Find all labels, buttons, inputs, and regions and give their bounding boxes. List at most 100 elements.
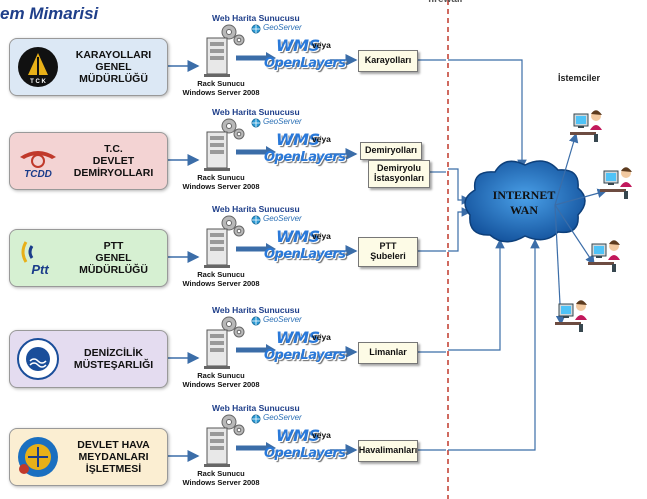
openlayers-label: OpenLayers — [264, 247, 346, 262]
firewall-to-cloud-line — [448, 168, 472, 205]
geoserver-label: GeoServer — [263, 214, 302, 223]
cloud-to-client-arrow — [554, 188, 608, 206]
layer-box: Demiryolları — [360, 142, 422, 160]
rack-server-icon — [204, 316, 245, 369]
geoserver-label: GeoServer — [263, 117, 302, 126]
geoserver-icon — [251, 118, 261, 128]
wms-label: WMS — [276, 426, 320, 445]
rack-name: Rack Sunucu — [197, 371, 245, 380]
layer-box: Havalimanları — [358, 440, 418, 462]
openlayers-label: OpenLayers — [264, 348, 346, 363]
server-title: Web Harita Sunucusu — [212, 13, 300, 23]
wms-label: WMS — [276, 130, 320, 149]
rack-os: Windows Server 2008 — [182, 477, 260, 487]
server-to-wms-arrowhead — [266, 243, 276, 255]
geoserver-label: GeoServer — [263, 23, 302, 32]
rack-os: Windows Server 2008 — [182, 87, 260, 97]
rack-os: Windows Server 2008 — [182, 181, 260, 191]
denizcilik-logo-icon — [17, 338, 59, 380]
org-box-denizcilik: DENİZCİLİK MÜSTEŞARLIĞI — [9, 330, 168, 388]
cloud-to-client-arrow — [554, 204, 595, 266]
server-to-wms-arrowhead — [266, 146, 276, 158]
firewall-to-cloud-line — [448, 238, 540, 451]
rack-name: Rack Sunucu — [197, 270, 245, 279]
veya-label: veya — [312, 430, 331, 440]
server-title: Web Harita Sunucusu — [212, 107, 300, 117]
geoserver-label: GeoServer — [263, 413, 302, 422]
svg-text:Ptt: Ptt — [31, 262, 49, 277]
rack-name: Rack Sunucu — [197, 469, 245, 478]
server-title: Web Harita Sunucusu — [212, 204, 300, 214]
geoserver-icon — [251, 316, 261, 326]
client-workstation-icon — [600, 167, 632, 199]
openlayers-label: OpenLayers — [264, 446, 346, 461]
client-workstation-icon — [588, 240, 620, 272]
cloud-to-client-arrow — [554, 132, 579, 206]
openlayers-label: OpenLayers — [264, 150, 346, 165]
rack-server-icon — [204, 414, 245, 467]
rack-server-icon — [204, 118, 245, 171]
geoserver-icon — [251, 24, 261, 34]
org-box-ptt: Ptt PTT GENEL MÜDÜRLÜĞÜ — [9, 229, 168, 287]
veya-label: veya — [312, 231, 331, 241]
org-name: DEVLET HAVA MEYDANLARI İŞLETMESİ — [77, 438, 150, 476]
client-workstation-icon — [570, 110, 602, 142]
org-name: T.C. DEVLET DEMİRYOLLARI — [73, 142, 154, 180]
org-box-tcdd: TCDD T.C. DEVLET DEMİRYOLLARI — [9, 132, 168, 190]
wms-label: WMS — [276, 36, 320, 55]
veya-label: veya — [312, 332, 331, 342]
internet-label-line1: INTERNET — [492, 188, 556, 202]
org-name: PTT GENEL MÜDÜRLÜĞÜ — [79, 239, 148, 277]
kgm-logo-icon: T C K — [18, 47, 58, 87]
server-to-wms-arrowhead — [266, 52, 276, 64]
org-box-kgm: T C K KARAYOLLARI GENEL MÜDÜRLÜĞÜ — [9, 38, 168, 96]
wms-label: WMS — [276, 328, 320, 347]
wms-label: WMS — [276, 227, 320, 246]
internet-cloud-icon — [464, 160, 586, 243]
page-title: em Mimarisi — [0, 4, 99, 23]
openlayers-label: OpenLayers — [264, 56, 346, 71]
org-name: DENİZCİLİK MÜSTEŞARLIĞI — [73, 346, 154, 371]
layer-box: Demiryolu İstasyonları — [368, 160, 430, 188]
internet-label: INTERNET WAN — [474, 188, 574, 218]
svg-text:TCDD: TCDD — [24, 169, 52, 180]
tcdd-logo-icon: TCDD — [20, 151, 56, 180]
ptt-logo-icon: Ptt — [21, 241, 49, 277]
rack-name: Rack Sunucu — [197, 173, 245, 182]
layer-box: Karayolları — [358, 50, 418, 72]
org-box-dhmi: DEVLET HAVA MEYDANLARI İŞLETMESİ — [9, 428, 168, 486]
rack-server-icon — [204, 215, 245, 268]
firewall-to-cloud-line — [448, 207, 472, 252]
rack-server-icon — [204, 24, 245, 77]
veya-label: veya — [312, 134, 331, 144]
layer-box: Limanlar — [358, 342, 418, 364]
rack-os: Windows Server 2008 — [182, 379, 260, 389]
svg-text:T C K: T C K — [30, 79, 46, 85]
geoserver-label: GeoServer — [263, 315, 302, 324]
server-to-wms-arrowhead — [266, 442, 276, 454]
client-workstation-icon — [555, 300, 587, 332]
veya-label: veya — [312, 40, 331, 50]
firewall-to-cloud-line — [448, 238, 505, 351]
firewall-to-cloud-line — [448, 59, 527, 170]
internet-label-line2: WAN — [509, 203, 538, 217]
dhmi-logo-icon — [18, 437, 58, 477]
layer-box: PTT Şubeleri — [358, 237, 418, 267]
clients-label: İstemciler — [558, 73, 601, 83]
server-title: Web Harita Sunucusu — [212, 305, 300, 315]
firewall-label: firewall — [428, 0, 462, 5]
rack-name: Rack Sunucu — [197, 79, 245, 88]
geoserver-icon — [251, 215, 261, 225]
geoserver-icon — [251, 414, 261, 424]
rack-os: Windows Server 2008 — [182, 278, 260, 288]
org-name: KARAYOLLARI GENEL MÜDÜRLÜĞÜ — [75, 48, 152, 86]
server-to-wms-arrowhead — [266, 344, 276, 356]
server-title: Web Harita Sunucusu — [212, 403, 300, 413]
